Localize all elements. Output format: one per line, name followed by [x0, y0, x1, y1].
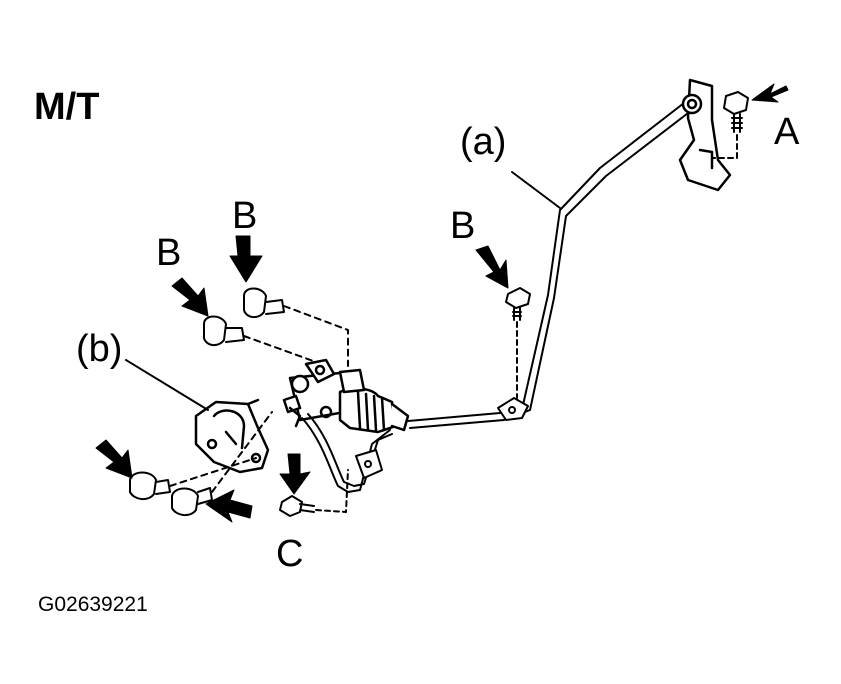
arrow-bracket-right — [205, 489, 253, 523]
leader-b — [125, 359, 209, 411]
bracket-bolt-right — [171, 411, 273, 516]
release-cylinder — [282, 358, 410, 434]
label-bolt-b-upper: B — [232, 195, 258, 237]
label-a: (a) — [460, 121, 507, 163]
label-bolt-b-middle: B — [450, 205, 476, 247]
arrow-a — [751, 83, 789, 103]
arrow-b-lower — [171, 277, 209, 317]
arrow-b-middle — [475, 245, 509, 289]
label-bolt-c: C — [276, 533, 304, 575]
figure-id: G02639221 — [38, 593, 148, 616]
leader-a — [511, 171, 561, 209]
arrow-c — [279, 453, 311, 495]
bolt-b-middle — [505, 287, 531, 403]
pipe-clip — [497, 397, 529, 421]
clutch-pipe — [407, 102, 693, 429]
bolt-b-lower — [203, 315, 317, 363]
bolt-a — [711, 91, 749, 159]
diagram-title: M/T — [34, 86, 100, 128]
label-b: (b) — [76, 328, 123, 370]
flex-hose — [301, 413, 393, 493]
bolt-b-upper — [243, 287, 349, 367]
release-bracket — [194, 398, 270, 474]
arrow-bracket-left — [95, 439, 133, 479]
label-bolt-a: A — [774, 111, 800, 153]
bracket-bolt-left — [129, 457, 257, 500]
arrow-b-upper — [229, 235, 263, 283]
label-bolt-b-lower: B — [156, 232, 182, 274]
upper-bracket — [678, 78, 732, 192]
bolt-c — [279, 469, 349, 517]
